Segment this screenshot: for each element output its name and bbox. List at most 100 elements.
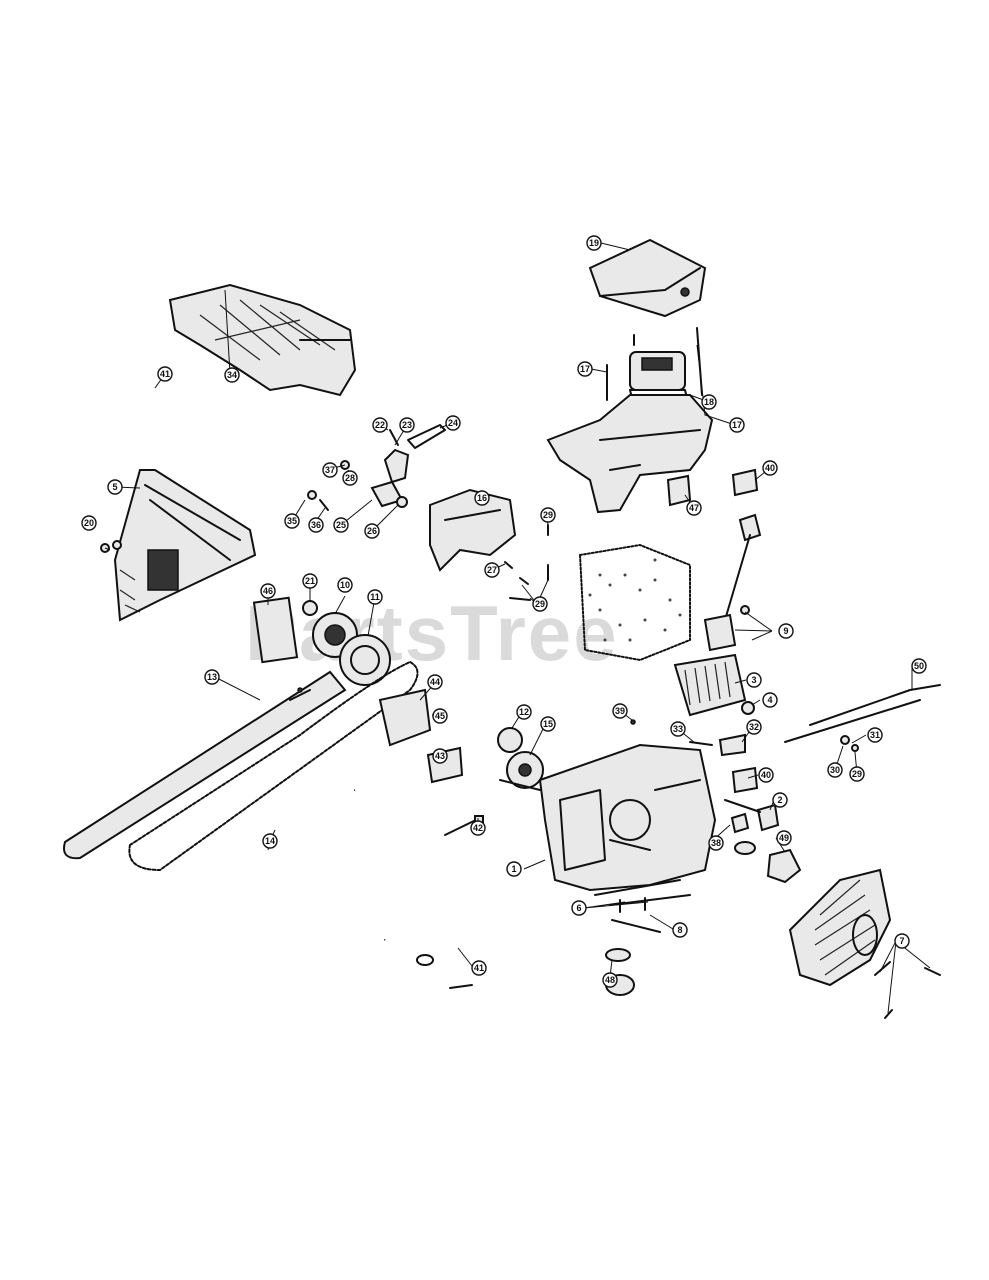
- upper-housing: [546, 394, 714, 514]
- callout-23: 23: [399, 417, 415, 433]
- svg-text:41: 41: [474, 963, 484, 973]
- svg-text:9: 9: [783, 626, 788, 636]
- svg-text:22: 22: [375, 420, 385, 430]
- callout-24: 24: [445, 415, 461, 431]
- svg-text:10: 10: [340, 580, 350, 590]
- svg-text:24: 24: [448, 418, 458, 428]
- svg-text:19: 19: [589, 238, 599, 248]
- callout-48: 48: [602, 972, 618, 988]
- callout-1: 1: [506, 861, 522, 877]
- callout-41a: 41: [157, 366, 173, 382]
- svg-text:47: 47: [689, 503, 699, 513]
- callout-10: 10: [337, 577, 353, 593]
- engine-block: [579, 544, 691, 661]
- svg-text:35: 35: [287, 516, 297, 526]
- callout-44: 44: [427, 674, 443, 690]
- svg-text:20: 20: [84, 518, 94, 528]
- svg-text:45: 45: [435, 711, 445, 721]
- callout-17b: 17: [729, 417, 745, 433]
- callout-45: 45: [432, 708, 448, 724]
- screws-7: [874, 961, 941, 1019]
- sprocket-assembly: [252, 596, 391, 686]
- callout-6: 6: [571, 900, 587, 916]
- guide-bar: [63, 670, 347, 860]
- svg-text:39: 39: [615, 706, 625, 716]
- chain-cover-plates: [378, 688, 464, 784]
- fuel-cap: [734, 841, 802, 884]
- svg-text:40: 40: [761, 770, 771, 780]
- rear-handle-frame: [168, 283, 357, 397]
- plates-6-8: [594, 879, 691, 933]
- control-rod: [784, 684, 941, 752]
- front-hand-guard: [113, 469, 257, 622]
- callout-14: 14: [262, 833, 278, 849]
- svg-text:44: 44: [430, 677, 440, 687]
- callout-37: 37: [322, 462, 338, 478]
- svg-text:4: 4: [767, 695, 772, 705]
- oil-pump: [497, 727, 544, 791]
- callout-27: 27: [484, 562, 500, 578]
- svg-text:8: 8: [677, 925, 682, 935]
- callout-19: 19: [586, 235, 602, 251]
- callout-29c: 29: [849, 766, 865, 782]
- svg-text:29: 29: [852, 769, 862, 779]
- svg-text:26: 26: [367, 526, 377, 536]
- callout-29a: 29: [540, 507, 556, 523]
- svg-text:38: 38: [711, 838, 721, 848]
- svg-text:25: 25: [336, 520, 346, 530]
- callout-15: 15: [540, 716, 556, 732]
- callout-50: 50: [911, 658, 927, 674]
- svg-text:16: 16: [477, 493, 487, 503]
- callout-32: 32: [746, 719, 762, 735]
- svg-text:28: 28: [345, 473, 355, 483]
- svg-text:5: 5: [112, 482, 117, 492]
- svg-text:12: 12: [519, 707, 529, 717]
- callout-42: 42: [470, 820, 486, 836]
- saw-chain: [128, 661, 419, 871]
- callout-5: 5: [107, 479, 123, 495]
- callout-40a: 40: [762, 460, 778, 476]
- callout-21: 21: [302, 573, 318, 589]
- svg-text:30: 30: [830, 765, 840, 775]
- top-cover: [588, 238, 707, 318]
- svg-text:15: 15: [543, 719, 553, 729]
- callout-33: 33: [670, 721, 686, 737]
- svg-text:50: 50: [914, 661, 924, 671]
- callout-31: 31: [867, 727, 883, 743]
- callout-43: 43: [432, 748, 448, 764]
- callout-25: 25: [333, 517, 349, 533]
- small-bolts: [504, 524, 549, 601]
- svg-text:34: 34: [227, 370, 237, 380]
- svg-text:1: 1: [511, 864, 516, 874]
- svg-text:31: 31: [870, 730, 880, 740]
- svg-text:42: 42: [473, 823, 483, 833]
- crankcase: [538, 743, 717, 892]
- callout-34: 34: [224, 367, 240, 383]
- svg-text:32: 32: [749, 722, 759, 732]
- svg-text:2: 2: [777, 795, 782, 805]
- callout-18: 18: [701, 394, 717, 410]
- callout-16: 16: [474, 490, 490, 506]
- callout-36: 36: [308, 517, 324, 533]
- svg-text:27: 27: [487, 565, 497, 575]
- callout-41b: 41: [471, 960, 487, 976]
- callout-22: 22: [372, 417, 388, 433]
- callout-13: 13: [204, 669, 220, 685]
- handle-bracket: [429, 488, 517, 572]
- svg-text:6: 6: [576, 903, 581, 913]
- callout-38: 38: [708, 835, 724, 851]
- svg-text:33: 33: [673, 724, 683, 734]
- svg-text:49: 49: [779, 833, 789, 843]
- callout-29b: 29: [532, 596, 548, 612]
- callout-39: 39: [612, 703, 628, 719]
- starter-housing: [788, 868, 892, 987]
- covers-40-47: [666, 468, 759, 794]
- front-handle-tube: [350, 773, 473, 989]
- svg-text:48: 48: [605, 975, 615, 985]
- svg-text:21: 21: [305, 576, 315, 586]
- callout-35: 35: [284, 513, 300, 529]
- svg-text:36: 36: [311, 520, 321, 530]
- svg-text:17: 17: [732, 420, 742, 430]
- callout-12: 12: [516, 704, 532, 720]
- svg-text:13: 13: [207, 672, 217, 682]
